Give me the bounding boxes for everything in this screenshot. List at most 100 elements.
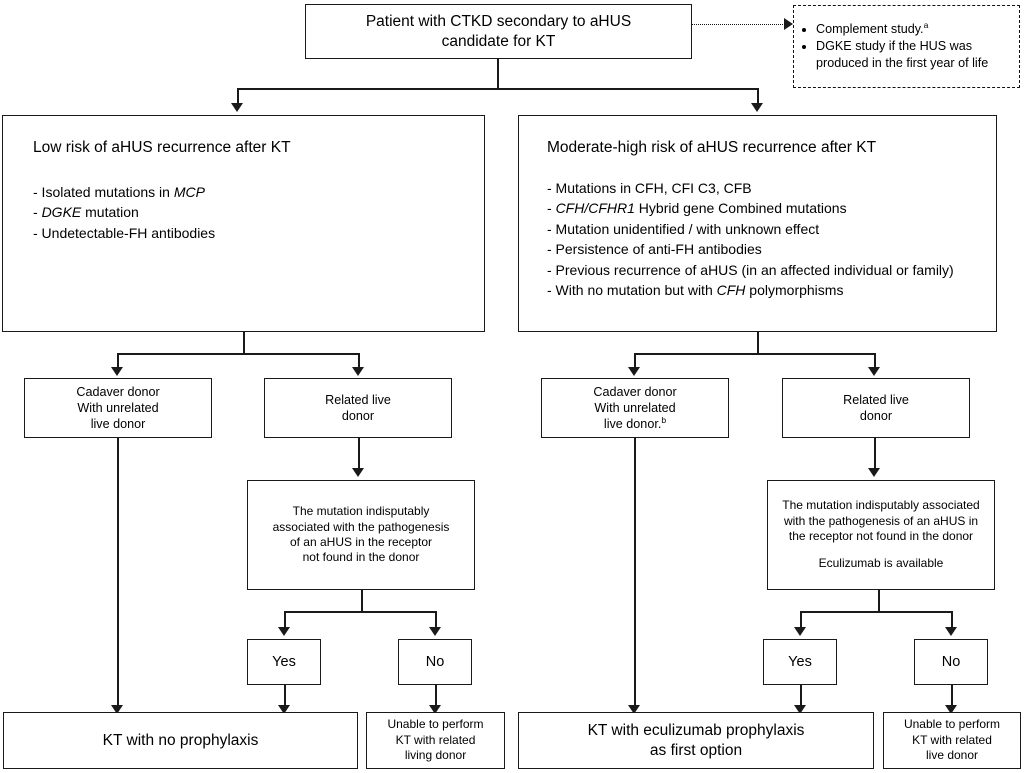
right-no-label: No <box>941 653 961 670</box>
connector-left-related-to-mutation <box>358 438 360 470</box>
high-risk-item-3: - Mutation unidentified / with unknown e… <box>547 220 820 237</box>
right-outcome-main-line-2: as first option <box>649 741 743 759</box>
high-risk-item-list: - Mutations in CFH, CFI C3, CFB - CFH/CF… <box>547 178 954 301</box>
connector-right-yes-to-outcome <box>800 685 802 708</box>
arrow-to-right-related-donor <box>868 367 880 376</box>
connector-high-branch-horizontal <box>634 353 875 355</box>
left-cadaver-line-1: Cadaver donor <box>76 384 160 399</box>
arrow-left-yes-to-outcome <box>278 705 290 714</box>
low-risk-item-1-gene: MCP <box>173 183 205 200</box>
node-right-cadaver-donor[interactable]: Cadaver donor With unrelated live donor.… <box>541 378 729 438</box>
node-low-risk-panel[interactable]: Low risk of aHUS recurrence after KT - I… <box>2 115 485 332</box>
low-risk-item-2-suffix: mutation <box>81 204 139 221</box>
node-left-outcome-alt[interactable]: Unable to perform KT with related living… <box>366 712 505 769</box>
right-cadaver-line-2: With unrelated <box>594 400 676 415</box>
arrow-left-no-to-outcome <box>429 705 441 714</box>
connector-left-no-drop <box>435 611 437 628</box>
right-related-line-1: Related live <box>843 392 909 407</box>
left-outcome-main-label: KT with no prophylaxis <box>102 731 259 749</box>
arrow-left-related-to-mutation <box>352 468 364 477</box>
right-mutation-line-4: Eculizumab is available <box>818 556 944 571</box>
connector-high-branch-right-drop <box>874 353 876 368</box>
left-mutation-line-2: associated with the pathogenesis <box>272 519 450 534</box>
node-root-patient[interactable]: Patient with CTKD secondary to aHUS cand… <box>305 4 692 59</box>
node-left-mutation-check[interactable]: The mutation indisputably associated wit… <box>247 480 475 590</box>
high-risk-item-2-suffix: Hybrid gene Combined mutations <box>634 200 847 217</box>
connector-right-cadaver-to-outcome <box>634 438 636 708</box>
high-risk-item-6-gene: CFH <box>716 282 746 299</box>
node-right-related-live-donor[interactable]: Related live donor <box>782 378 970 438</box>
connector-right-yes-drop <box>800 611 802 628</box>
connector-left-cadaver-to-outcome <box>117 438 119 708</box>
arrow-left-cadaver-to-outcome <box>111 705 123 714</box>
right-cadaver-superscript: b <box>661 414 667 425</box>
note-complement-superscript: a <box>923 19 929 30</box>
left-related-line-1: Related live <box>325 392 391 407</box>
left-outcome-alt-line-3: living donor <box>404 748 467 763</box>
right-cadaver-line-3-text: live donor. <box>603 417 662 432</box>
arrow-to-left-related-donor <box>352 367 364 376</box>
connector-root-to-note <box>692 24 785 25</box>
node-left-outcome-main[interactable]: KT with no prophylaxis <box>3 712 358 769</box>
connector-left-yesno-horizontal <box>284 611 436 613</box>
connector-root-stem <box>497 59 499 89</box>
node-left-no[interactable]: No <box>398 639 472 685</box>
note-study-box[interactable]: Complement study.a DGKE study if the HUS… <box>793 5 1020 88</box>
connector-right-no-drop <box>951 611 953 628</box>
left-cadaver-line-3: live donor <box>90 417 146 432</box>
right-yes-label: Yes <box>788 653 812 670</box>
high-risk-item-4: - Persistence of anti-FH antibodies <box>547 241 762 258</box>
connector-split-left-drop <box>237 88 239 104</box>
root-line-2: candidate for KT <box>441 32 556 50</box>
arrow-to-high-risk <box>751 103 763 112</box>
node-left-related-live-donor[interactable]: Related live donor <box>264 378 452 438</box>
connector-right-no-to-outcome <box>951 685 953 708</box>
right-cadaver-line-1: Cadaver donor <box>593 384 677 399</box>
node-right-mutation-check[interactable]: The mutation indisputably associated wit… <box>767 480 995 590</box>
high-risk-item-6-suffix: polymorphisms <box>745 282 844 299</box>
note-complement-text: Complement study. <box>816 21 924 36</box>
low-risk-heading: Low risk of aHUS recurrence after KT <box>33 139 291 156</box>
node-left-yes[interactable]: Yes <box>247 639 321 685</box>
left-cadaver-line-2: With unrelated <box>77 400 159 415</box>
low-risk-item-2: - DGKE mutation <box>33 202 215 222</box>
connector-left-no-to-outcome <box>435 685 437 708</box>
left-mutation-line-3: of an aHUS in the receptor <box>289 535 433 549</box>
connector-high-branch-left-drop <box>634 353 636 368</box>
root-line-1: Patient with CTKD secondary to aHUS <box>365 12 632 30</box>
high-risk-heading: Moderate-high risk of aHUS recurrence af… <box>547 139 877 156</box>
arrow-to-right-no <box>945 627 957 636</box>
node-right-outcome-alt[interactable]: Unable to perform KT with related live d… <box>883 712 1021 769</box>
connector-right-mutation-stem <box>878 590 880 612</box>
right-mutation-line-2: with the pathogenesis of an aHUS in <box>783 513 979 528</box>
node-right-no[interactable]: No <box>914 639 988 685</box>
node-right-yes[interactable]: Yes <box>763 639 837 685</box>
right-outcome-alt-line-2: KT with related <box>912 732 992 747</box>
node-high-risk-panel[interactable]: Moderate-high risk of aHUS recurrence af… <box>518 115 997 332</box>
connector-split-right-drop <box>757 88 759 104</box>
right-outcome-alt-line-3: live donor <box>925 748 979 763</box>
arrow-right-yes-to-outcome <box>794 705 806 714</box>
connector-low-branch-right-drop <box>358 353 360 368</box>
high-risk-item-6: - With no mutation but with CFH polymorp… <box>547 280 954 300</box>
arrow-right-no-to-outcome <box>945 705 957 714</box>
connector-low-branch-horizontal <box>117 353 360 355</box>
connector-high-risk-stem <box>757 332 759 354</box>
node-right-outcome-main[interactable]: KT with eculizumab prophylaxis as first … <box>518 712 874 769</box>
right-mutation-line-1: The mutation indisputably associated <box>782 498 980 513</box>
arrow-to-left-yes <box>278 627 290 636</box>
node-left-cadaver-donor[interactable]: Cadaver donor With unrelated live donor <box>24 378 212 438</box>
left-related-line-2: donor <box>341 409 375 423</box>
connector-low-risk-stem <box>243 332 245 354</box>
arrow-right-related-to-mutation <box>868 468 880 477</box>
low-risk-item-1: - Isolated mutations in MCP <box>33 182 215 202</box>
low-risk-item-2-gene: DGKE <box>41 204 82 221</box>
connector-right-yesno-horizontal <box>800 611 952 613</box>
arrow-to-low-risk <box>231 103 243 112</box>
note-bullet-list: Complement study.a DGKE study if the HUS… <box>798 19 1011 72</box>
connector-low-branch-left-drop <box>117 353 119 368</box>
connector-left-yes-to-outcome <box>284 685 286 708</box>
connector-left-mutation-stem <box>361 590 363 612</box>
left-no-label: No <box>425 653 445 670</box>
